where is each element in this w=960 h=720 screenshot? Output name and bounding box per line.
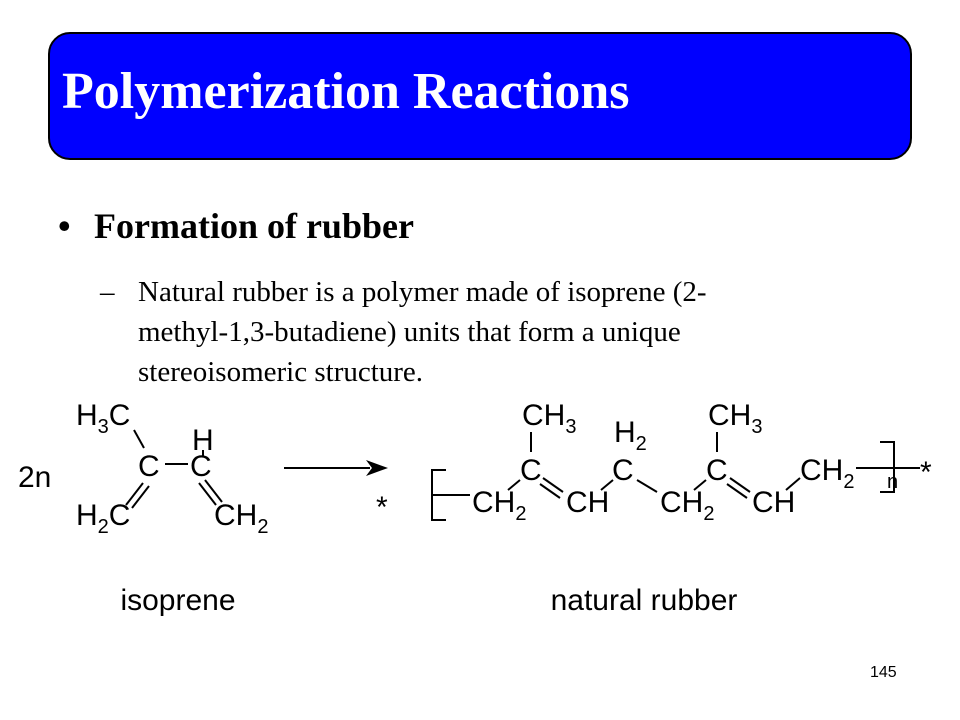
slide-title: Polymerization Reactions [62, 63, 630, 120]
page-number: 145 [870, 664, 897, 681]
bond-double-right-b [204, 479, 223, 503]
title-banner: Polymerization Reactions [48, 32, 912, 160]
bond-double-left-a [125, 482, 144, 506]
bond-double-c1-b [539, 483, 561, 499]
rubber-c1: C [520, 454, 542, 487]
sub-bullet-line-3: stereoisomeric structure. [138, 356, 424, 388]
ch2-group: CH2 [214, 499, 268, 538]
end-group-left: * [376, 491, 388, 524]
bond-h3c-c [133, 429, 145, 449]
isoprene-label: isoprene [120, 584, 235, 617]
bond-double-c3-b [726, 483, 748, 499]
ch2-chain-2: CH2 [660, 486, 714, 525]
isoprene-c-right: C [190, 450, 212, 483]
rubber-c3: C [706, 454, 728, 487]
bond-double-c3-a [729, 477, 751, 493]
ch-chain-2: CH [752, 486, 795, 519]
reaction-arrow-head [366, 460, 388, 476]
bond-double-c1-a [542, 477, 564, 493]
sub-bullet-marker: – [100, 276, 115, 308]
sub-bullet-line-1: Natural rubber is a polymer made of isop… [138, 276, 707, 308]
h3c-group: H3C [76, 399, 130, 438]
sub-bullet-line-2: methyl-1,3-butadiene) units that form a … [138, 316, 681, 348]
repeat-subscript-n: n [887, 471, 898, 493]
bullet-item: • Formation of rubber [58, 205, 414, 247]
rubber-c2: C [612, 454, 634, 487]
bullet-marker: • [58, 206, 71, 246]
sub-bullet: – Natural rubber is a polymer made of is… [100, 272, 880, 392]
bracket-right [880, 441, 895, 493]
ch2-chain-end: CH2 [800, 454, 854, 493]
bond-ch2-c3 [693, 479, 707, 491]
polymerization-scheme: 2n H3C H C C H2C CH2 * CH3 H2 CH3 C C C … [18, 399, 932, 617]
isoprene-c-left: C [138, 450, 160, 483]
h2c-group: H2C [76, 499, 130, 538]
ch2-chain-1: CH2 [472, 486, 526, 525]
h-atom-top: H [192, 424, 214, 457]
end-group-right: * [920, 456, 932, 489]
bond-ch-c2 [600, 479, 614, 491]
ch-chain-1: CH [566, 486, 609, 519]
bullet-text: Formation of rubber [94, 206, 414, 246]
bond-ch2-c1 [507, 479, 521, 491]
bond-double-left-b [131, 485, 150, 509]
natural-rubber-label: natural rubber [551, 584, 738, 617]
bond-ch-ch2 [785, 477, 801, 491]
coefficient-2n: 2n [18, 461, 51, 494]
h2-group: H2 [614, 416, 647, 455]
bond-c2-ch2 [636, 479, 658, 493]
bond-double-right-a [198, 482, 217, 506]
